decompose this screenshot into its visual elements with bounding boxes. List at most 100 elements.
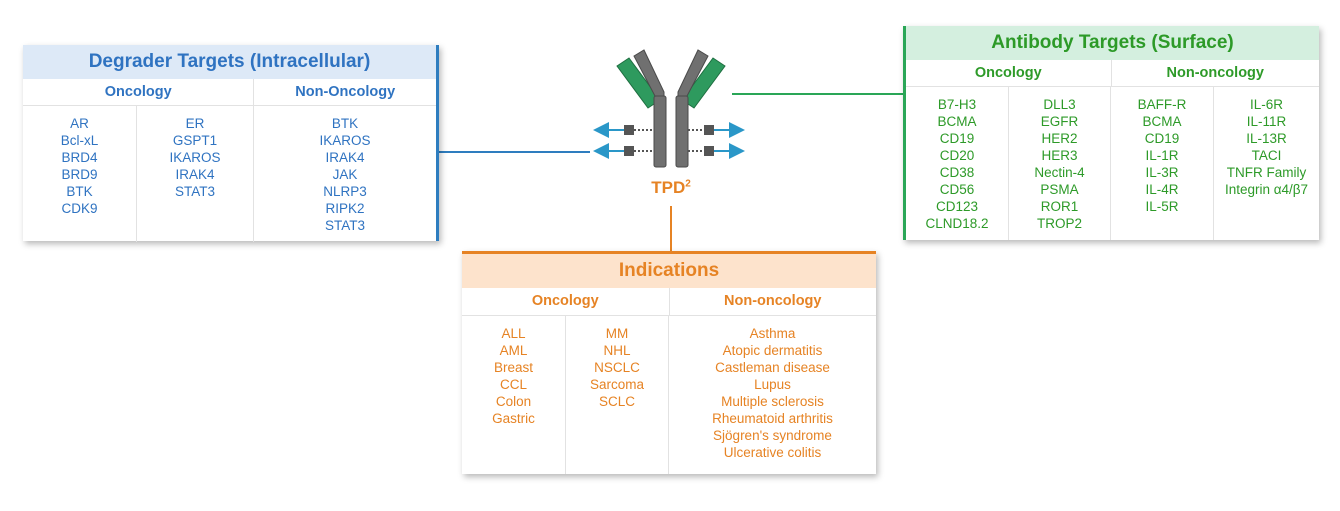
list-item: Gastric	[492, 411, 535, 426]
list-item: GSPT1	[172, 133, 218, 148]
list-item: BTK	[331, 116, 359, 131]
list-item: PSMA	[1040, 182, 1079, 197]
list-item: BTK	[66, 184, 93, 199]
list-item: CD56	[939, 182, 975, 197]
indications-nononcology-header: Non-oncology	[724, 293, 822, 309]
list-item: CD123	[935, 199, 979, 214]
degrader-targets-panel: Degrader Targets (Intracellular) Oncolog…	[23, 45, 439, 242]
list-item: CD38	[939, 165, 975, 180]
list-item: IKAROS	[319, 133, 371, 148]
list-item: STAT3	[174, 184, 215, 199]
list-item: IRAK4	[175, 167, 215, 182]
list-item: IL-1R	[1145, 148, 1179, 163]
list-item: IL-6R	[1249, 97, 1283, 112]
list-item: Sarcoma	[589, 377, 645, 392]
list-item: EGFR	[1040, 114, 1079, 129]
list-item: Lupus	[754, 377, 791, 392]
indications-oncology-header: Oncology	[462, 288, 670, 315]
list-item: Sjögren's syndrome	[713, 428, 832, 443]
antibody-targets-panel: Antibody Targets (Surface) Oncology Non-…	[903, 26, 1319, 240]
list-item: Rheumatoid arthritis	[712, 411, 833, 426]
degrader-subheader-row: Oncology Non-Oncology	[23, 79, 436, 106]
list-item: IL-13R	[1246, 131, 1287, 146]
list-item: IL-11R	[1246, 114, 1287, 129]
degrader-nononcology-header: Non-Oncology	[295, 84, 396, 100]
list-item: HER2	[1041, 131, 1078, 146]
tpd-label: TPD2	[651, 178, 691, 197]
degrader-title: Degrader Targets (Intracellular)	[23, 45, 436, 79]
list-item: AML	[499, 343, 528, 358]
list-item: BRD4	[61, 150, 98, 165]
antibody-oncology-header: Oncology	[906, 60, 1112, 86]
list-item: Ulcerative colitis	[723, 445, 822, 460]
list-item: TNFR Family	[1226, 165, 1307, 180]
list-item: Bcl-xL	[60, 133, 99, 148]
list-item: B7-H3	[937, 97, 977, 112]
list-item: HER3	[1041, 148, 1078, 163]
list-item: ALL	[501, 326, 526, 341]
list-item: Multiple sclerosis	[721, 394, 824, 409]
list-item: IRAK4	[325, 150, 365, 165]
list-item: CLND18.2	[925, 216, 989, 231]
list-item: Colon	[495, 394, 532, 409]
list-item: CD19	[1144, 131, 1180, 146]
list-item: BAFF-R	[1137, 97, 1187, 112]
list-item: Castleman disease	[715, 360, 830, 375]
list-item: JAK	[332, 167, 358, 182]
degrader-oncology-header: Oncology	[23, 79, 255, 105]
indications-panel: Indications Oncology Non-oncology ALL AML…	[462, 251, 876, 474]
list-item: RIPK2	[325, 201, 365, 216]
tpd-superscript: 2	[685, 178, 691, 190]
list-item: MM	[605, 326, 629, 341]
list-item: IL-3R	[1145, 165, 1179, 180]
list-item: STAT3	[324, 218, 365, 233]
list-item: BCMA	[937, 114, 977, 129]
antibody-subheader-row: Oncology Non-oncology	[906, 60, 1319, 87]
list-item: CD20	[939, 148, 975, 163]
list-item: BCMA	[1142, 114, 1182, 129]
list-item: DLL3	[1043, 97, 1076, 112]
list-item: Nectin-4	[1034, 165, 1085, 180]
list-item: Integrin α4/β7	[1224, 182, 1309, 197]
degrader-linker-right	[688, 122, 745, 159]
indications-title: Indications	[462, 254, 876, 288]
list-item: ER	[185, 116, 205, 131]
antibody-icon	[616, 49, 726, 168]
list-item: Atopic dermatitis	[722, 343, 823, 358]
indications-subheader-row: Oncology Non-oncology	[462, 288, 876, 316]
list-item: TROP2	[1036, 216, 1082, 231]
list-item: TACI	[1251, 148, 1282, 163]
list-item: IL-4R	[1145, 182, 1179, 197]
list-item: CD19	[939, 131, 975, 146]
list-item: ROR1	[1040, 199, 1079, 214]
antibody-nononcology-header: Non-oncology	[1166, 65, 1264, 81]
list-item: SCLC	[598, 394, 635, 409]
list-item: IKAROS	[169, 150, 221, 165]
degrader-linker-left	[593, 122, 654, 159]
list-item: BRD9	[61, 167, 98, 182]
list-item: NSCLC	[594, 360, 640, 375]
list-item: Asthma	[749, 326, 796, 341]
list-item: Breast	[493, 360, 534, 375]
list-item: NLRP3	[323, 184, 367, 199]
list-item: CDK9	[61, 201, 98, 216]
list-item: AR	[70, 116, 89, 131]
list-item: IL-5R	[1145, 199, 1179, 214]
list-item: CCL	[499, 377, 527, 392]
list-item: NHL	[603, 343, 631, 358]
antibody-title: Antibody Targets (Surface)	[906, 26, 1319, 60]
